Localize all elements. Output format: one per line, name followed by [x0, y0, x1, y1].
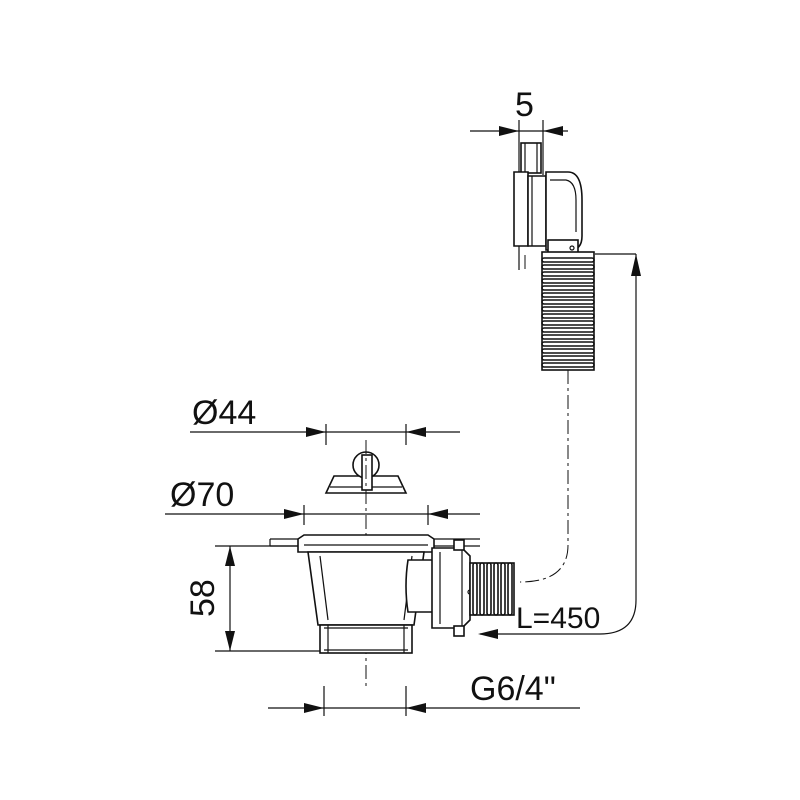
- hose-rib: [541, 285, 595, 291]
- hose-rib: [541, 327, 595, 333]
- thread-dimension: [268, 686, 580, 716]
- hose-rib: [541, 362, 595, 368]
- hose-rib: [541, 355, 595, 361]
- flange-diameter-label: Ø70: [170, 476, 234, 514]
- overflow-head: [470, 120, 583, 270]
- hose-rib: [541, 334, 595, 340]
- stub-rib: [479, 562, 485, 616]
- hose-rib: [541, 257, 595, 263]
- outlet-hose-stub: [472, 562, 513, 616]
- stub-rib: [500, 562, 506, 616]
- hose-rib: [541, 320, 595, 326]
- hose-rib: [541, 264, 595, 270]
- height-dimension: [215, 545, 320, 652]
- stub-rib: [493, 562, 499, 616]
- hose-rib: [541, 313, 595, 319]
- stub-rib: [507, 562, 513, 616]
- drain-body: [269, 534, 480, 654]
- body-height-label: 58: [184, 579, 222, 617]
- flange-diameter-dimension: [165, 505, 480, 525]
- hose-rib: [541, 341, 595, 347]
- hose-rib: [541, 278, 595, 284]
- stub-rib: [472, 562, 478, 616]
- hose-length-dimension: [478, 253, 641, 639]
- stub-rib: [486, 562, 492, 616]
- hose-rib: [541, 299, 595, 305]
- overflow-hose: [541, 251, 595, 371]
- hose-rib: [541, 306, 595, 312]
- hose-rib: [541, 271, 595, 277]
- hose-rib: [541, 292, 595, 298]
- overflow-thickness-label: 5: [515, 86, 534, 124]
- plug-diameter-dimension: [190, 424, 460, 445]
- hose-rib: [541, 348, 595, 354]
- hose-length-label: L=450: [516, 602, 600, 635]
- side-outlet: [405, 539, 515, 637]
- plug-diameter-label: Ø44: [192, 394, 256, 432]
- thread-label: G6/4": [470, 670, 556, 708]
- hose-centerline: [519, 370, 569, 583]
